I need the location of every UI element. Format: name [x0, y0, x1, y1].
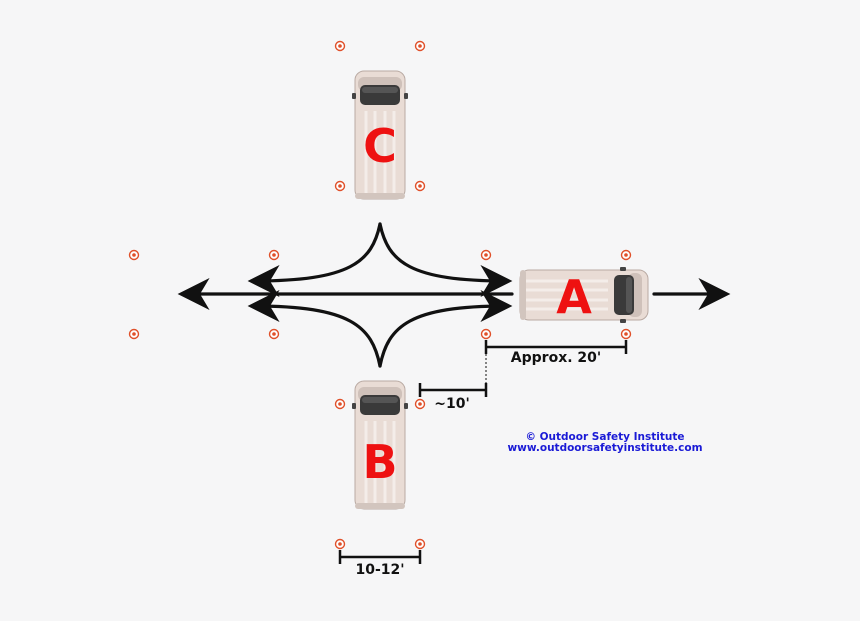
cone-icon [480, 328, 492, 340]
b-right-turn-arrow [378, 290, 513, 368]
gap-label: ~10' [434, 396, 470, 412]
vehicle-b-label: B [362, 435, 397, 489]
cone-icon [128, 328, 140, 340]
cone-icon [480, 249, 492, 261]
cone-icon [334, 398, 346, 410]
cone-icon [414, 40, 426, 52]
cone-icon [334, 538, 346, 550]
path-arrows [177, 222, 731, 368]
credit-line-1: © Outdoor Safety Institute [525, 431, 684, 443]
cone-icon [414, 538, 426, 550]
vehicle-c-label: C [363, 119, 397, 173]
cone-icon [128, 249, 140, 261]
measure-lane-width [338, 550, 422, 564]
cone-icon [414, 180, 426, 192]
lane-width-label: 10-12' [355, 562, 404, 578]
approx-distance-label: Approx. 20' [511, 350, 601, 366]
measure-gap [418, 383, 488, 397]
cone-icon [414, 398, 426, 410]
vehicle-b: B [350, 379, 410, 511]
credit-line-2: www.outdoorsafetyinstitute.com [507, 442, 702, 454]
cone-icon [268, 328, 280, 340]
b-left-turn-arrow [247, 290, 382, 368]
cone-icon [334, 40, 346, 52]
c-left-turn-arrow [247, 222, 382, 297]
c-right-turn-arrow [378, 222, 513, 297]
vehicle-a: A [518, 265, 650, 325]
vehicle-c: C [350, 69, 410, 201]
cone-icon [268, 249, 280, 261]
cone-icon [334, 180, 346, 192]
cone-icon [620, 328, 632, 340]
cone-icon [620, 249, 632, 261]
vehicle-a-label: A [556, 270, 592, 324]
